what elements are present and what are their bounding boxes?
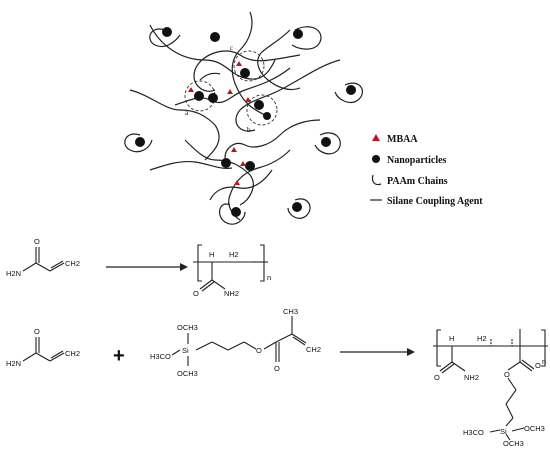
arrow-head-icon [180,263,188,271]
right-methoxy-label: OCH3 [524,424,545,433]
nanoparticle [194,91,204,101]
region-label-b: b [247,126,251,134]
nanoparticle [321,137,331,147]
nanoparticle [221,158,231,168]
nanoparticle [135,137,145,147]
svg-text:O: O [34,237,40,246]
si-label: Si [500,427,507,436]
methyl-label: CH3 [283,307,298,316]
right-bracket [541,329,546,367]
legend-label-silane: Silane Coupling Agent [387,196,483,207]
left-methoxy-label: H3CO [463,428,484,437]
vinyl-label: CH2 [65,349,80,358]
carbonyl-o-label: O [274,364,280,373]
amine-label: NH2 [464,373,479,382]
nanoparticle [231,207,241,217]
region-label-c: c [230,44,233,52]
nanoparticles [135,27,356,217]
ch2-label: H2 [229,250,239,259]
reaction-2: O H2N CH2 + OCH3 Si H3CO OCH3 O O [6,307,548,448]
nanoparticle [346,85,356,95]
acrylamide-monomer-1: O H2N CH2 [6,237,80,278]
legend-label-nanoparticles: Nanoparticles [387,155,447,166]
ester-o-label: O [504,370,510,379]
bottom-methoxy-label: OCH3 [503,439,524,448]
nanoparticle [240,68,250,78]
nanoparticle [292,202,302,212]
amine-label: H2N [6,269,21,278]
svg-text:O: O [434,373,440,382]
black-dot-icon [372,155,380,163]
si-label: Si [182,346,189,355]
bottom-methoxy-label: OCH3 [177,369,198,378]
amine-label: H2N [6,359,21,368]
red-triangle-icon [372,134,380,141]
mbaa-crosslinks [188,61,251,185]
legend: MBAA Nanoparticles PAAm Chains Silane Co… [370,134,483,207]
amine-label: NH2 [224,289,239,298]
polyacrylamide-polymer: H H2 O NH2 n [193,244,271,298]
mbaa-marker [234,180,240,185]
mbaa-marker [227,89,233,94]
nanoparticle [210,32,220,42]
reaction-1: O H2N CH2 H H2 O NH2 n [6,237,271,298]
curved-chain-icon [371,174,382,186]
top-methoxy-label: OCH3 [177,323,198,332]
dashed-region-b [246,94,278,126]
nanoparticle [162,27,172,37]
nanoparticle [293,29,303,39]
acrylamide-monomer-2: O H2N CH2 [6,327,80,368]
nanoparticle [254,100,264,110]
left-bracket [436,329,441,367]
mbaa-marker [231,147,237,152]
svg-text:O: O [193,289,199,298]
repeat-n-label: n [267,273,271,282]
left-bracket [197,244,202,282]
nanocomposite-network: a b c [124,11,363,225]
mbaa-marker [245,97,251,102]
ch-label: H [449,334,454,343]
mbaa-marker [188,87,194,92]
mbaa-marker [240,161,246,166]
mbaa-marker [236,61,242,66]
copolymer-product: H H2 O NH2 O O Si H3CO OCH3 OCH3 n [433,329,548,448]
ch-label: H [209,250,214,259]
silane-coupling-agent: OCH3 Si H3CO OCH3 O O CH2 CH3 [150,307,321,378]
plus-sign: + [113,345,125,367]
ester-o-label: O [256,346,262,355]
repeat-n-label: n [542,357,546,366]
arrow-head-icon [407,348,415,356]
nanoparticle [263,112,271,120]
region-label-a: a [185,109,189,117]
right-bracket [260,244,265,282]
legend-label-paam-chains: PAAm Chains [387,176,448,187]
vinyl-label: CH2 [65,259,80,268]
svg-text:O: O [34,327,40,336]
nanoparticle [208,93,218,103]
ch2-label: H2 [477,334,487,343]
vinyl-label: CH2 [306,345,321,354]
nanoparticle [245,161,255,171]
legend-label-mbaa: MBAA [387,134,418,145]
left-methoxy-label: H3CO [150,352,171,361]
dashed-region-c [233,50,265,82]
svg-text:O: O [535,361,541,370]
